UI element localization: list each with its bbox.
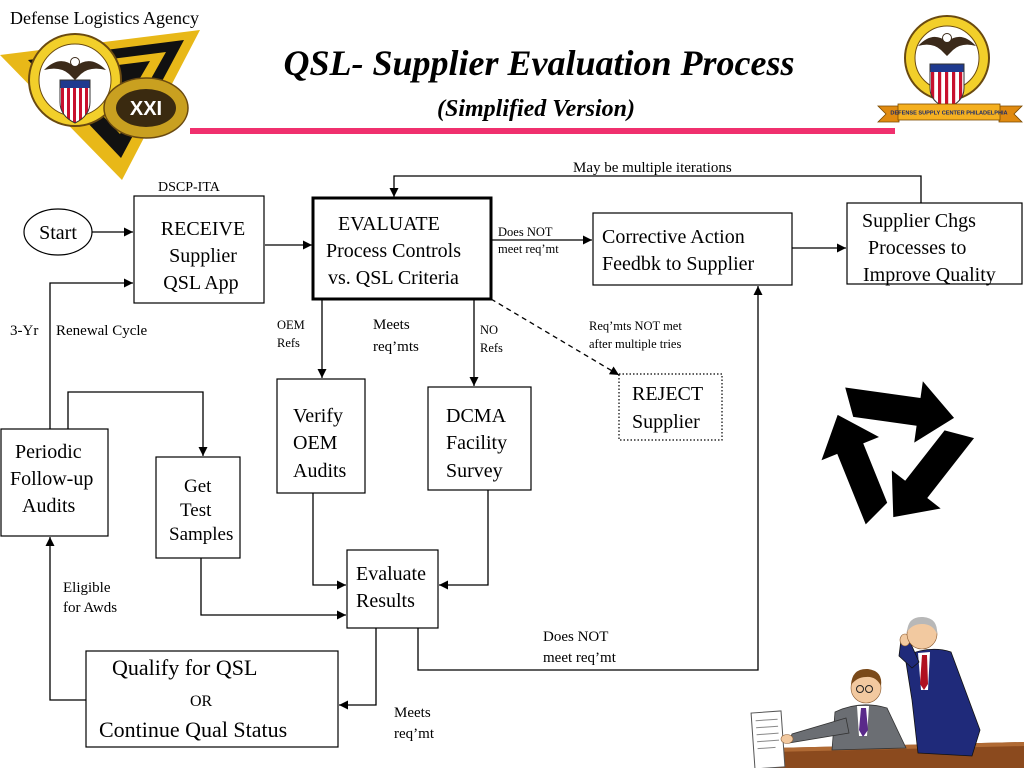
node-label-line: Qualify for QSL: [112, 655, 257, 680]
edge-label-iterations: May be multiple iterations: [573, 160, 732, 176]
title-rule: [190, 128, 895, 134]
node-label-line: Samples: [169, 524, 233, 545]
node-qualify: Qualify for QSL OR Continue Qual Status: [85, 650, 339, 748]
flow-edges: [45, 175, 922, 710]
node-label-line: Corrective Action: [602, 226, 745, 248]
node-label-line: Facility: [446, 432, 507, 454]
edge-results-to-corrective: [417, 286, 763, 671]
node-label-line: Get: [184, 476, 212, 497]
recycle-icon: [821, 381, 975, 525]
edge-periodic-to-samples: [67, 391, 208, 456]
node-receive: RECEIVE Supplier QSL App: [133, 195, 265, 304]
edge-label-line: OEM: [277, 318, 305, 332]
document-icon: [750, 710, 786, 768]
edge-label-line: Does NOT: [498, 225, 553, 239]
node-label-line: Improve Quality: [863, 264, 996, 286]
edge-label-line: req’mt: [394, 726, 435, 742]
edge-iteration-loop: [389, 175, 922, 203]
edge-dcma-to-results: [439, 490, 489, 590]
logo-banner-text: DEFENSE SUPPLY CENTER PHILADELPHIA: [890, 111, 1007, 117]
node-label-line: Results: [356, 590, 415, 612]
edge-label-line: meet req’mt: [543, 650, 617, 666]
edge-label-line: Does NOT: [543, 629, 608, 645]
edge-qualify-to-periodic: [45, 537, 86, 701]
edge-samples-to-results: [200, 558, 346, 620]
node-label-line: Supplier Chgs: [862, 210, 976, 232]
node-label-line: Audits: [293, 460, 347, 482]
edge-results-to-qualify: [339, 628, 377, 710]
node-label-line: Continue Qual Status: [99, 717, 287, 742]
edge-periodic-to-receive: [49, 278, 133, 429]
node-label-line: REJECT: [632, 383, 703, 405]
node-start-label: Start: [39, 222, 77, 244]
page-title: QSL- Supplier Evaluation Process: [283, 43, 794, 83]
node-label-line: OR: [190, 693, 213, 710]
edge-label-line: Refs: [277, 336, 300, 350]
edge-label-line: meet req’mt: [498, 242, 559, 256]
edge-label-line: req’mts: [373, 339, 419, 355]
edge-label-line: Refs: [480, 341, 503, 355]
node-label-line: Feedbk to Supplier: [602, 253, 755, 275]
node-label-line: DCMA: [446, 405, 507, 427]
edge-label-line: Eligible: [63, 580, 111, 596]
node-reject: REJECT Supplier: [618, 373, 723, 441]
recycle-arrow: [891, 430, 975, 518]
node-label-line: Follow-up: [10, 468, 93, 490]
node-label-line: Supplier: [632, 411, 700, 433]
node-evaluate-results: Evaluate Results: [346, 549, 439, 629]
node-label-line: EVALUATE: [338, 213, 440, 235]
node-label-line: Audits: [22, 495, 76, 517]
dla-emblem-icon: XXI: [0, 30, 200, 180]
node-label-line: QSL App: [163, 272, 238, 294]
node-evaluate: EVALUATE Process Controls vs. QSL Criter…: [311, 196, 493, 301]
node-label-line: OEM: [293, 432, 338, 454]
recycle-arrow: [821, 414, 888, 525]
edge-label-line: Req’mts NOT met: [589, 319, 682, 333]
node-label-line: vs. QSL Criteria: [328, 267, 459, 289]
node-start: Start: [23, 208, 93, 256]
recycle-arrow: [845, 381, 955, 443]
node-label-line: RECEIVE: [161, 218, 245, 240]
receive-group-label: DSCP-ITA: [158, 180, 221, 195]
node-label-line: Evaluate: [356, 563, 426, 585]
node-label-line: Supplier: [169, 245, 237, 267]
edge-label-line: NO: [480, 323, 498, 337]
edge-label-line: for Awds: [63, 600, 117, 616]
page-subtitle: (Simplified Version): [437, 96, 635, 122]
edge-label-line: 3-Yr: [10, 323, 38, 339]
node-verify-oem: Verify OEM Audits: [276, 378, 366, 494]
dscp-emblem-icon: DEFENSE SUPPLY CENTER PHILADELPHIA: [877, 15, 1023, 123]
business-meeting-illustration: [750, 616, 1024, 768]
edge-label-line: Meets: [394, 705, 431, 721]
node-label-line: Periodic: [15, 441, 82, 463]
edge-label-line: Meets: [373, 317, 410, 333]
node-get-test-samples: Get Test Samples: [155, 456, 241, 559]
node-label-line: Survey: [446, 460, 503, 482]
edge-label-line: Renewal Cycle: [56, 323, 148, 339]
node-dcma-survey: DCMA Facility Survey: [427, 386, 532, 491]
edge-verify-to-results: [312, 493, 346, 590]
logo-badge-text: XXI: [130, 98, 162, 120]
node-corrective-action: Corrective Action Feedbk to Supplier: [592, 212, 793, 286]
edge-evaluate-to-reject: [490, 298, 620, 376]
node-label-line: Process Controls: [326, 240, 461, 262]
node-supplier-chgs: Supplier Chgs Processes to Improve Quali…: [846, 202, 1023, 286]
node-periodic-audits: Periodic Follow-up Audits: [0, 428, 109, 537]
node-label-line: Test: [180, 500, 212, 521]
node-label-line: Processes to: [868, 237, 966, 259]
agency-name: Defense Logistics Agency: [10, 8, 199, 28]
edge-label-line: after multiple tries: [589, 337, 681, 351]
node-label-line: Verify: [293, 405, 343, 427]
